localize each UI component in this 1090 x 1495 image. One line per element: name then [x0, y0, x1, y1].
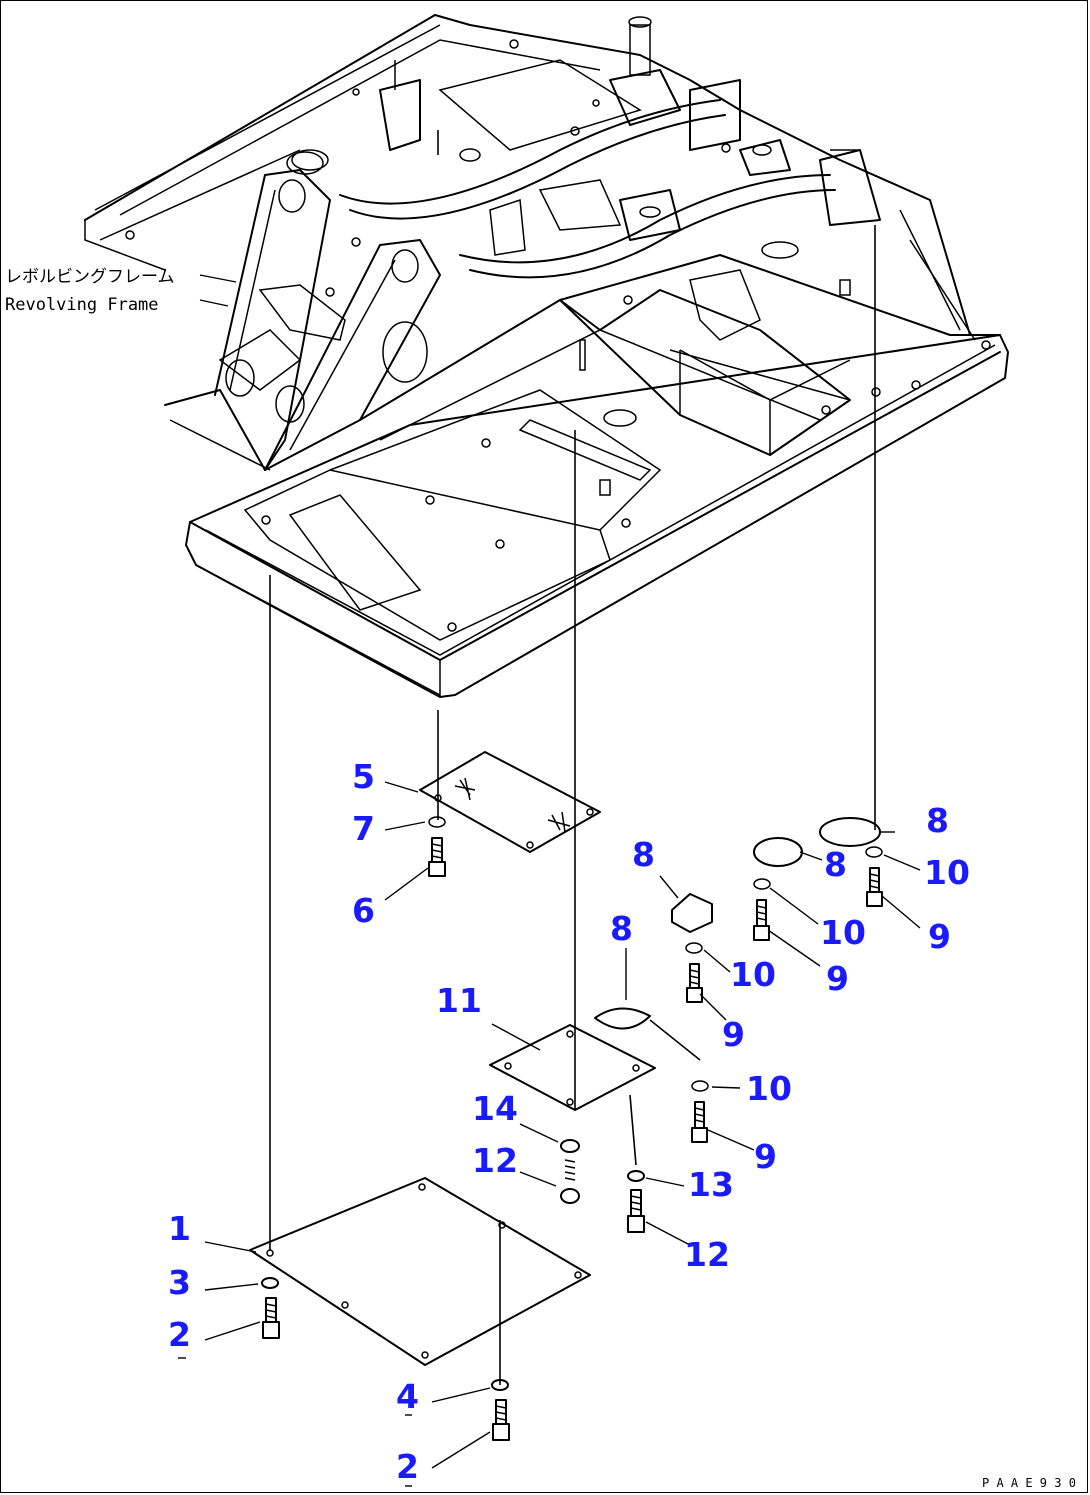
callout-5: 5 — [352, 757, 375, 796]
washer-13 — [627, 1170, 645, 1182]
bolt-2-a — [262, 1297, 280, 1339]
callout-8-right-mid: 8 — [824, 845, 847, 884]
callout-14: 14 — [472, 1089, 518, 1128]
screw-12-a — [560, 1159, 580, 1204]
cover-plate-1 — [249, 1177, 591, 1366]
callout-2-bottom: 2 — [396, 1447, 419, 1486]
bolt-9-a — [866, 867, 883, 907]
washer-4 — [491, 1379, 509, 1391]
callout-9-lower: 9 — [754, 1137, 777, 1176]
callout-10-right-top: 10 — [924, 853, 970, 892]
washer-10-c — [685, 942, 703, 954]
spacer-14 — [560, 1139, 580, 1153]
bolt-9-b — [753, 899, 770, 941]
callout-13: 13 — [688, 1165, 734, 1204]
cover-8-center — [671, 893, 713, 933]
callout-3: 3 — [168, 1263, 191, 1302]
revolving-frame — [84, 14, 1009, 698]
bolt-9-c — [686, 963, 703, 1003]
washer-10-d — [691, 1080, 709, 1092]
callout-8-left: 8 — [610, 909, 633, 948]
cover-plate-5 — [419, 751, 601, 853]
callout-8-center: 8 — [632, 835, 655, 874]
callout-9-right-mid: 9 — [826, 959, 849, 998]
washer-10-b — [753, 878, 771, 890]
callout-numbers: 5 7 6 8 8 10 9 10 9 8 10 9 8 11 10 9 14 … — [168, 757, 970, 1486]
washer-3 — [261, 1277, 279, 1289]
callout-12-b: 12 — [684, 1235, 730, 1274]
cover-8-right-mid — [753, 837, 803, 867]
cover-8-right-top — [819, 817, 881, 847]
callout-6: 6 — [352, 891, 375, 930]
callout-8-right-top: 8 — [926, 801, 949, 840]
callout-9-right-top: 9 — [928, 917, 951, 956]
callout-1: 1 — [168, 1209, 191, 1248]
alignment-lines — [269, 130, 876, 1385]
callout-9-center: 9 — [722, 1015, 745, 1054]
callout-7: 7 — [352, 809, 375, 848]
bolt-12-b — [627, 1189, 645, 1233]
callout-10-right-mid: 10 — [820, 913, 866, 952]
leader-lines — [178, 781, 921, 1487]
callout-10-center: 10 — [730, 955, 776, 994]
callout-10-lower: 10 — [746, 1069, 792, 1108]
frame-label-en: Revolving Frame — [5, 295, 159, 315]
callout-2-left: 2 — [168, 1315, 191, 1354]
bolt-6 — [428, 837, 446, 877]
callout-12-a: 12 — [472, 1141, 518, 1180]
cover-plate-11 — [489, 1019, 701, 1111]
bolt-9-d — [691, 1101, 708, 1143]
frame-label-jp: レボルビングフレーム — [5, 267, 175, 287]
callout-11: 11 — [436, 981, 482, 1020]
bolt-2-b — [492, 1399, 510, 1441]
washer-7 — [428, 816, 446, 828]
frame-holes — [125, 39, 991, 632]
cover-8-left — [594, 1007, 651, 1030]
washer-10-a — [865, 846, 883, 858]
drawing-code: P A A E 9 3 0 — [982, 1476, 1076, 1490]
callout-4: 4 — [396, 1377, 419, 1416]
